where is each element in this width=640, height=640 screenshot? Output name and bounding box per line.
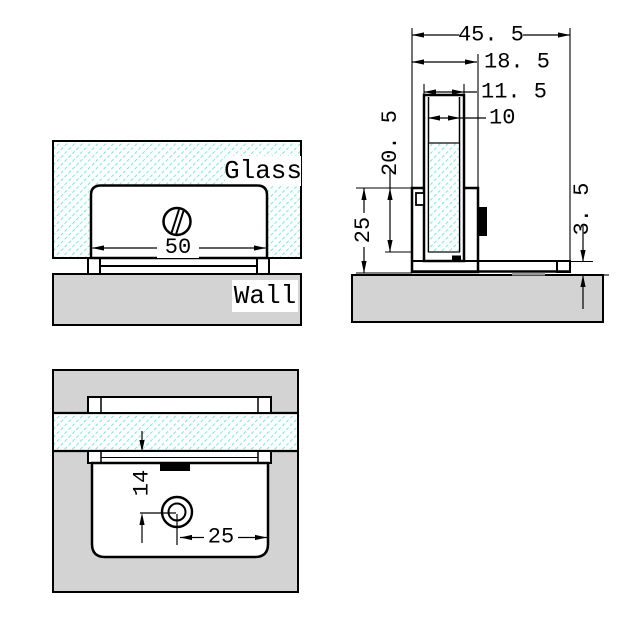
screw-slot-line <box>170 209 180 234</box>
dim-text: 11. 5 <box>481 80 547 105</box>
top-view: 14 25 <box>52 369 299 593</box>
top-far-plate <box>87 396 272 414</box>
dim-slot-depth: 20. 5 <box>378 110 403 252</box>
dim-text-box <box>354 213 373 247</box>
dim-body-height: 25 <box>351 188 376 273</box>
dim-channel-outer: 11. 5 <box>424 80 547 105</box>
side-wall-block <box>351 274 604 323</box>
dim-arrow <box>254 245 266 251</box>
dim-clamp-width: 50 <box>92 235 266 260</box>
dim-text: 14 <box>130 470 155 496</box>
dim-text: 3. 5 <box>570 183 595 236</box>
dim-arrow <box>452 89 464 95</box>
dim-arrow <box>139 513 145 525</box>
dim-hole-to-edge: 14 <box>130 431 176 543</box>
dim-hole-to-side: 25 <box>176 514 267 550</box>
top-glass-panel <box>54 413 297 451</box>
dim-overall-depth: 45. 5 <box>412 23 570 48</box>
dim-text-box <box>204 528 238 547</box>
set-screw <box>478 207 487 236</box>
dim-body-depth: 18. 5 <box>412 50 550 75</box>
dim-text: 20. 5 <box>378 110 403 176</box>
dim-arrow <box>255 534 267 541</box>
side-view: 45. 5 18. 5 11. 5 10 <box>351 23 609 323</box>
dim-arrow <box>180 534 192 541</box>
dim-arrow <box>361 188 367 200</box>
dim-arrow <box>412 59 424 65</box>
dim-arrow <box>428 115 440 121</box>
glass-label: Glass <box>224 156 302 186</box>
dim-text: 10 <box>489 106 515 131</box>
wall-label: Wall <box>234 281 296 311</box>
front-plate-foot-right <box>256 257 270 275</box>
screw-slot-line <box>175 210 185 235</box>
side-notch <box>415 192 425 206</box>
extension-lines <box>356 28 593 274</box>
dim-arrow <box>448 115 460 121</box>
dim-text: 18. 5 <box>484 50 550 75</box>
dim-arrow <box>558 32 570 38</box>
side-glass-panel <box>427 142 461 253</box>
dim-text-box <box>157 237 199 258</box>
dim-arrow <box>580 275 586 287</box>
dim-arrow <box>387 240 393 252</box>
front-view: Glass Wall 50 <box>52 140 302 326</box>
wall-label-box <box>232 280 298 312</box>
glass-label-box <box>225 156 301 186</box>
front-plate-foot-left <box>87 257 101 275</box>
dim-arrow <box>465 59 477 65</box>
dim-arrow <box>92 245 104 251</box>
dim-text: 25 <box>351 217 376 243</box>
dim-arrow <box>361 261 367 273</box>
dim-plate-thickness: 3. 5 <box>570 183 595 309</box>
dim-arrow <box>424 89 436 95</box>
screw-head-icon <box>162 206 192 237</box>
dim-arrow <box>387 188 393 200</box>
top-set-screw <box>160 464 190 471</box>
dim-text: 50 <box>165 235 191 260</box>
adhesive-pad <box>512 272 545 276</box>
gasket-block <box>452 255 461 260</box>
dim-arrow <box>580 250 586 262</box>
dim-text: 25 <box>208 525 234 550</box>
dim-arrow <box>139 440 145 452</box>
dim-glass-slot: 10 <box>428 106 515 131</box>
dim-arrow <box>412 32 424 38</box>
dim-text: 45. 5 <box>458 23 524 48</box>
